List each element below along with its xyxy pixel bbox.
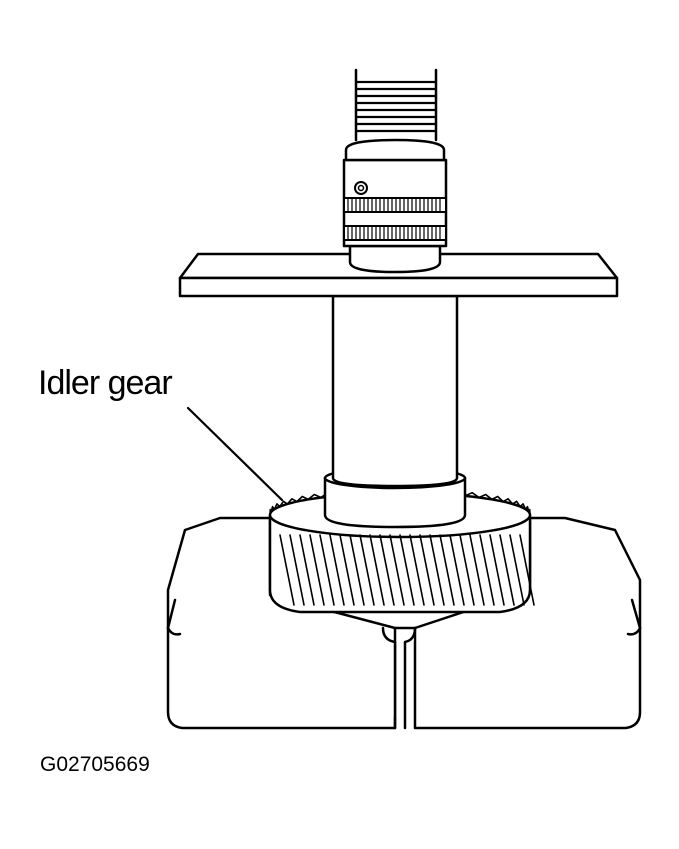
idler-gear-leader-line bbox=[186, 406, 284, 502]
press-ram bbox=[342, 68, 448, 274]
support-block bbox=[166, 516, 642, 730]
idler-gear-label: Idler gear bbox=[38, 364, 173, 402]
shaft bbox=[323, 294, 467, 529]
figure-code: G02705669 bbox=[40, 753, 150, 776]
